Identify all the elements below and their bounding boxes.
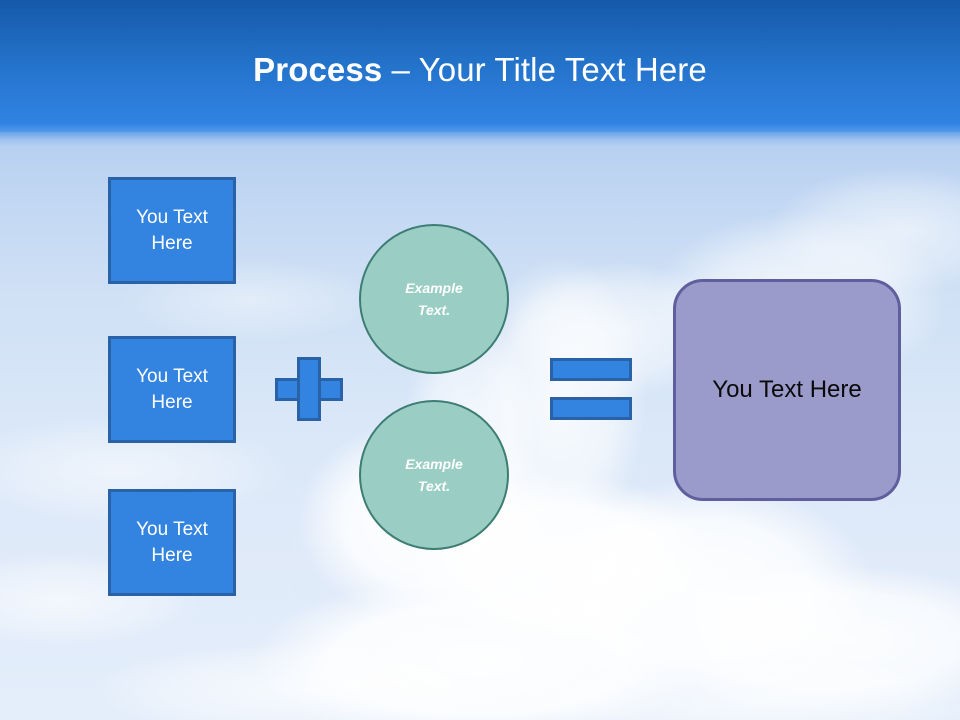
input-box-2-label: You Text Here [136, 364, 208, 416]
input-box-1[interactable]: You Text Here [108, 177, 236, 284]
page-title-rest: – Your Title Text Here [382, 51, 707, 88]
equals-icon-bottom-bar [550, 397, 632, 420]
input-box-1-line1: You Text [136, 206, 208, 228]
plus-icon [275, 357, 343, 421]
input-box-2-line1: You Text [136, 365, 208, 387]
input-box-2[interactable]: You Text Here [108, 336, 236, 443]
example-circle-2-line2: Text. [417, 478, 451, 494]
title-banner-fade [0, 124, 960, 150]
input-box-2-line2: Here [151, 391, 193, 413]
page-title: Process – Your Title Text Here [0, 50, 960, 90]
equals-icon-top-bar [550, 358, 632, 381]
input-box-3-label: You Text Here [136, 517, 208, 569]
input-box-3-line2: Here [151, 544, 193, 566]
input-box-3-line1: You Text [136, 518, 208, 540]
result-box-label: You Text Here [712, 376, 862, 403]
input-box-3[interactable]: You Text Here [108, 489, 236, 596]
result-box[interactable]: You Text Here [673, 279, 901, 501]
input-box-1-line2: Here [151, 232, 193, 254]
example-circle-1-line2: Text. [417, 302, 451, 318]
title-banner [0, 0, 960, 132]
example-circle-1[interactable]: Example Text. [359, 224, 509, 374]
plus-icon-center-fill [300, 381, 318, 398]
page-title-strong: Process [253, 51, 383, 88]
example-circle-1-line1: Example [405, 280, 463, 296]
equals-icon [550, 358, 632, 420]
input-box-1-label: You Text Here [136, 205, 208, 257]
example-circle-2-line1: Example [405, 456, 463, 472]
example-circle-2[interactable]: Example Text. [359, 400, 509, 550]
